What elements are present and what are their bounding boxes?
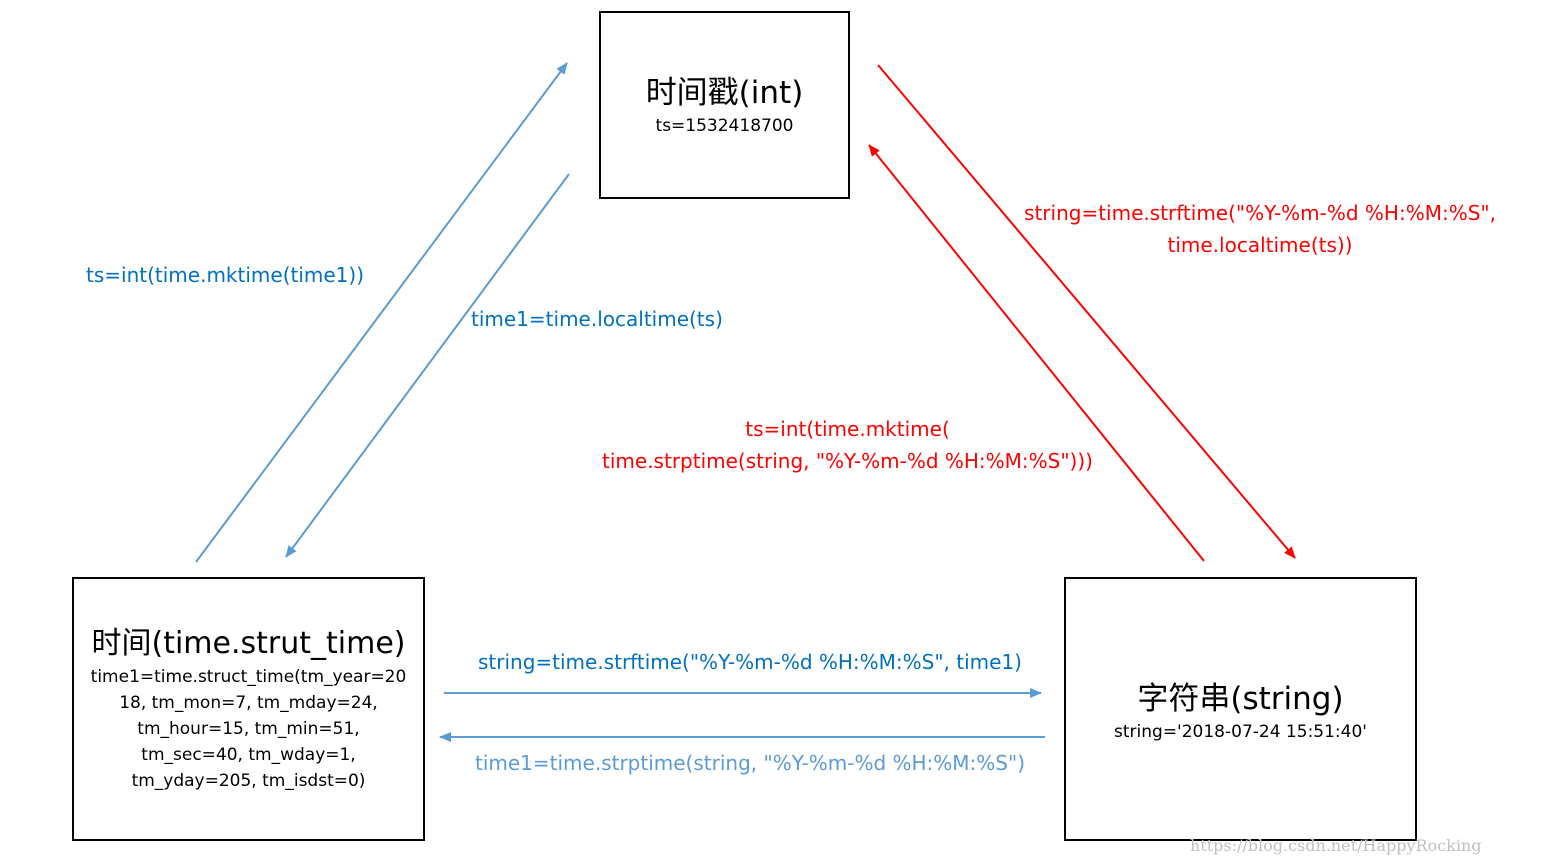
label-timestamp-to-struct: time1=time.localtime(ts) bbox=[471, 307, 723, 331]
timestamp-detail: ts=1532418700 bbox=[655, 116, 794, 136]
string-node: 字符串(string) string='2018-07-24 15:51:40' bbox=[1064, 577, 1417, 841]
label-timestamp-to-string: string=time.strftime("%Y-%m-%d %H:%M:%S"… bbox=[1024, 201, 1496, 257]
label-struct-to-timestamp: ts=int(time.mktime(time1)) bbox=[86, 263, 365, 287]
timestamp-node: 时间戳(int) ts=1532418700 bbox=[599, 11, 850, 199]
arrow-struct-to-timestamp bbox=[195, 62, 568, 563]
label-struct-to-string: string=time.strftime("%Y-%m-%d %H:%M:%S"… bbox=[477, 650, 1022, 674]
watermark: https://blog.csdn.net/HappyRocking bbox=[1190, 836, 1482, 855]
arrow-timestamp-to-string bbox=[877, 64, 1296, 559]
label-string-to-struct: time1=time.strptime(string, "%Y-%m-%d %H… bbox=[474, 751, 1025, 775]
struct-time-title: 时间(time.strut_time) bbox=[91, 626, 406, 661]
arrow-timestamp-to-struct bbox=[285, 173, 570, 558]
struct-time-detail: time1=time.struct_time(tm_year=20 18, tm… bbox=[90, 667, 407, 791]
label-string-to-timestamp: ts=int(time.mktime( time.strptime(string… bbox=[602, 417, 1093, 473]
arrow-string-to-timestamp bbox=[868, 144, 1205, 562]
timestamp-title: 时间戳(int) bbox=[645, 75, 804, 111]
struct-time-node: 时间(time.strut_time) time1=time.struct_ti… bbox=[72, 577, 425, 841]
string-title: 字符串(string) bbox=[1137, 681, 1344, 717]
string-detail: string='2018-07-24 15:51:40' bbox=[1114, 722, 1367, 742]
